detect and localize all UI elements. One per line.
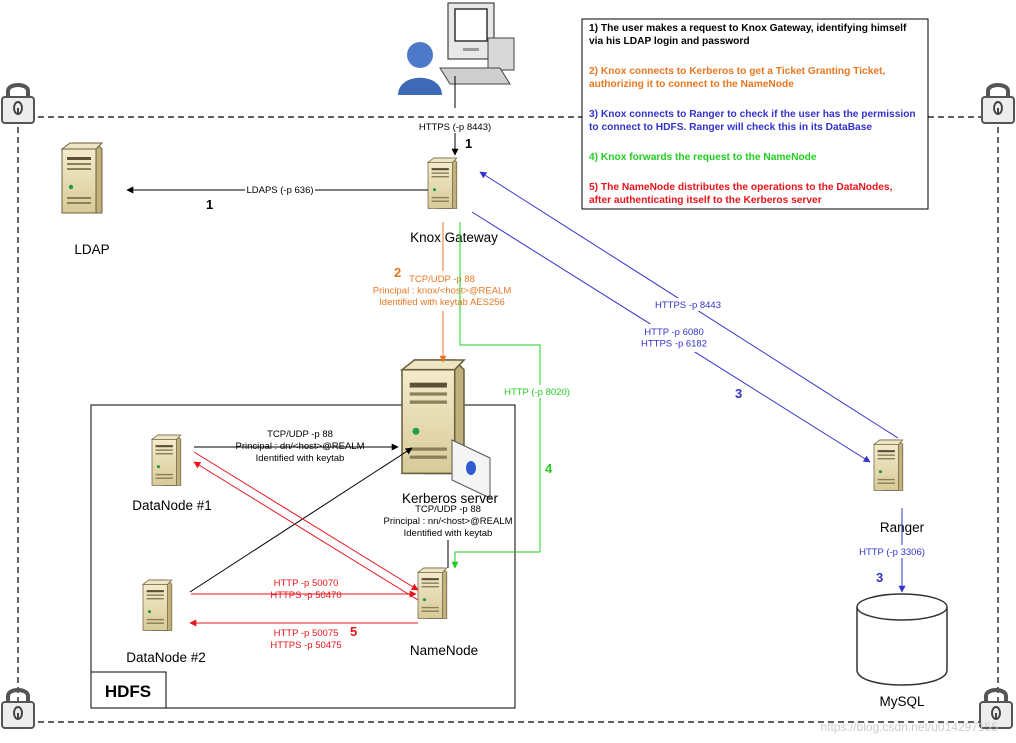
edge-label-line: Identified with keytab bbox=[404, 528, 493, 539]
edge-label-line: HTTP -p 6080 bbox=[644, 327, 704, 338]
id-card-icon bbox=[451, 439, 491, 499]
ldap-server-icon bbox=[61, 142, 103, 214]
step-number: 5 bbox=[350, 624, 357, 639]
kerberos-server-label: Kerberos server bbox=[402, 491, 499, 506]
datanode2-server-icon bbox=[142, 579, 173, 631]
computer-icon bbox=[439, 2, 515, 85]
ranger-server-icon bbox=[873, 439, 904, 491]
step-number: 1 bbox=[206, 197, 213, 212]
edge-knox-ldap-label: LDAPS (-p 636) bbox=[246, 185, 313, 196]
security-perimeter bbox=[17, 116, 999, 723]
edge-dn2-kerberos bbox=[189, 447, 413, 593]
edge-label-line: TCP/UDP -p 88 bbox=[415, 504, 481, 515]
user-icon bbox=[398, 42, 442, 95]
user-workstation bbox=[398, 2, 515, 95]
datanode1-server-icon bbox=[151, 434, 182, 486]
edge-knox-ranger-label-1: HTTPS -p 8443 bbox=[655, 300, 721, 311]
legend-item-line: 3) Knox connects to Ranger to check if t… bbox=[589, 109, 916, 120]
step-number: 3 bbox=[876, 570, 883, 585]
edge-label-line: TCP/UDP -p 88 bbox=[267, 429, 333, 440]
hdfs-label: HDFS bbox=[105, 682, 151, 701]
knox-gateway-label: Knox Gateway bbox=[410, 230, 498, 245]
padlock-icon bbox=[980, 83, 1016, 125]
legend-item-line: 2) Knox connects to Kerberos to get a Ti… bbox=[589, 66, 885, 77]
padlock-icon bbox=[0, 688, 36, 730]
watermark: https://blog.csdn.net/u014297155 bbox=[821, 720, 999, 734]
knox-gateway-server-icon bbox=[427, 157, 458, 209]
edge-label-line: TCP/UDP -p 88 bbox=[409, 274, 475, 285]
edge-label-line: HTTPS -p 50470 bbox=[270, 590, 341, 601]
step-number: 4 bbox=[545, 461, 553, 476]
hdfs-label-box bbox=[90, 671, 167, 709]
edge-namenode-dn1 bbox=[193, 461, 419, 601]
edge-label-line: HTTP -p 50075 bbox=[274, 628, 339, 639]
datanode1-label: DataNode #1 bbox=[132, 498, 212, 513]
namenode-server-icon bbox=[417, 567, 448, 619]
edge-ranger-mysql-label: HTTP (-p 3306) bbox=[859, 547, 925, 558]
step-number: 2 bbox=[394, 265, 401, 280]
edge-knox-namenode-label: HTTP (-p 8020) bbox=[504, 387, 570, 398]
edge-label-line: HTTP -p 50070 bbox=[274, 578, 339, 589]
legend-item-line: via his LDAP login and password bbox=[589, 36, 750, 47]
legend-item-line: 1) The user makes a request to Knox Gate… bbox=[589, 23, 907, 34]
edge-label-line: HTTPS -p 50475 bbox=[270, 640, 341, 651]
edge-label-line: Principal : nn/<host>@REALM bbox=[384, 516, 513, 527]
hdfs-cluster-box bbox=[90, 404, 516, 709]
edge-label-line: HTTPS -p 6182 bbox=[641, 339, 707, 350]
edge-label-line: Principal : dn/<host>@REALM bbox=[236, 441, 365, 452]
edge-label-line: Identified with keytab bbox=[256, 453, 345, 464]
edge-user-knox-label: HTTPS (-p 8443) bbox=[419, 122, 491, 133]
step-number: 3 bbox=[735, 386, 742, 401]
legend-item-line: authorizing it to connect to the NameNod… bbox=[589, 79, 794, 90]
namenode-label: NameNode bbox=[410, 643, 478, 658]
legend-item-line: 4) Knox forwards the request to the Name… bbox=[589, 152, 817, 163]
step-number: 1 bbox=[465, 136, 472, 151]
database-icon bbox=[856, 593, 948, 686]
edge-dn1-namenode bbox=[193, 451, 419, 591]
ldap-label: LDAP bbox=[74, 242, 109, 257]
edge-label-line: Principal : knox/<host>@REALM bbox=[373, 286, 512, 297]
mysql-label: MySQL bbox=[879, 694, 925, 709]
legend-item-line: to connect to HDFS. Ranger will check th… bbox=[589, 122, 872, 133]
legend-item-line: after authenticating itself to the Kerbe… bbox=[589, 195, 822, 206]
legend-item-line: 5) The NameNode distributes the operatio… bbox=[589, 182, 893, 193]
padlock-icon bbox=[0, 83, 36, 125]
datanode2-label: DataNode #2 bbox=[126, 650, 206, 665]
edge-label-line: Identified with keytab AES256 bbox=[379, 297, 505, 308]
legend: 1) The user makes a request to Knox Gate… bbox=[581, 18, 929, 210]
edge-knox-namenode bbox=[451, 222, 541, 569]
